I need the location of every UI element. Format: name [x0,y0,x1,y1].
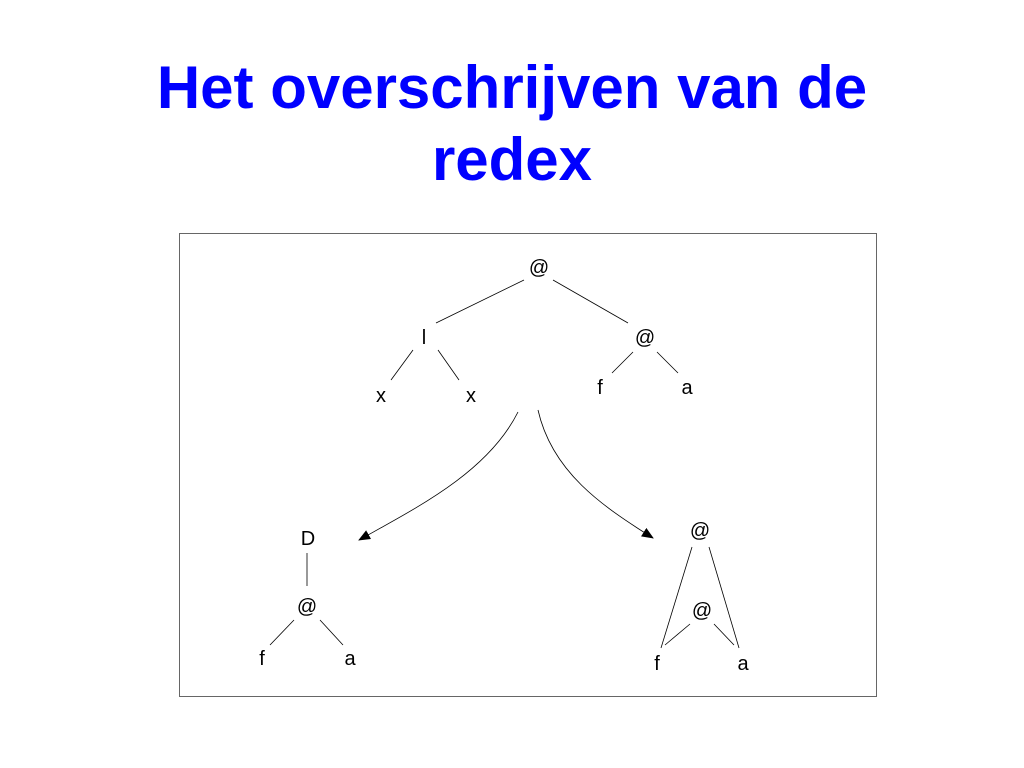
node-lambda-x-right: x [466,385,476,407]
node-arg-app: @ [635,327,655,349]
node-arg-a: a [681,377,693,399]
edge-right-inner-f [664,623,691,646]
edge-app-a [656,351,679,374]
node-left-app: @ [297,596,317,618]
edge-right-root-f [660,546,693,649]
edge-lambda-x-left [390,349,414,381]
node-right-f: f [654,653,660,675]
node-lambda-x-left: x [376,385,386,407]
edge-right-inner-a [713,623,735,646]
node-indirection-d: D [301,528,315,550]
arrow-to-right-result [537,409,654,539]
arrow-to-left-result [358,411,519,541]
edge-root-app [552,279,629,324]
edge-lambda-x-right [437,349,460,381]
edge-left-app-f [269,619,295,646]
slide-title-line-2: redex [431,126,593,193]
slide-title: Het overschrijven van de redex [0,52,1024,196]
slide-title-line-1: Het overschrijven van de [156,54,868,121]
node-right-a: a [737,653,749,675]
node-right-inner-app: @ [692,600,712,622]
node-left-f: f [259,648,265,670]
edge-right-root-a [708,546,740,649]
edge-root-lambda [435,279,525,324]
node-left-a: a [344,648,356,670]
diagram-frame [179,233,877,697]
edge-left-app-a [319,619,344,646]
node-right-root-app: @ [690,520,710,542]
node-arg-f: f [597,377,603,399]
node-lambda: l [422,327,426,349]
edge-app-f [611,351,634,374]
node-root-app: @ [529,257,549,279]
